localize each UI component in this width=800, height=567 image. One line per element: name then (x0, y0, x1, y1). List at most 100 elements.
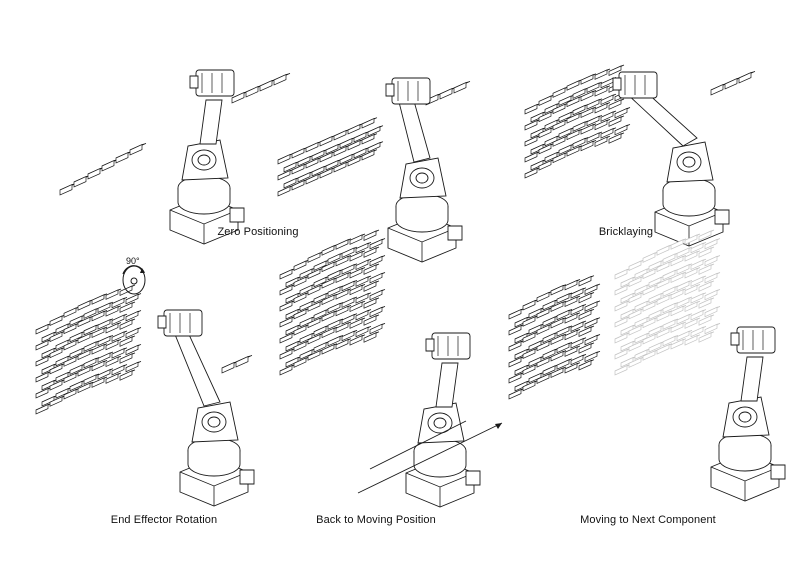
brick (308, 301, 323, 311)
brick (342, 280, 357, 290)
brick (36, 388, 51, 398)
brick (515, 381, 530, 391)
brick (525, 104, 540, 114)
brick (671, 339, 686, 349)
brick (126, 327, 141, 337)
brick (322, 327, 337, 337)
brick (328, 286, 343, 296)
caption-zero-positioning: Zero Positioning (217, 226, 299, 238)
brick (308, 268, 323, 278)
brick (120, 285, 135, 295)
brick (92, 310, 107, 320)
robot-arm (711, 327, 785, 501)
brick (657, 245, 672, 255)
brick (368, 142, 383, 152)
brick (595, 136, 610, 146)
brick (579, 293, 594, 303)
brick (557, 359, 572, 369)
brick (362, 134, 377, 144)
brick (671, 239, 686, 249)
brick-wall (525, 65, 630, 178)
brick (581, 140, 596, 150)
brick (306, 158, 321, 168)
brick (657, 294, 672, 304)
brick (685, 234, 700, 244)
brick (334, 162, 349, 172)
brick (328, 303, 343, 313)
brick (573, 138, 588, 148)
brick (699, 247, 714, 257)
brick (280, 349, 295, 359)
brick (557, 326, 572, 336)
brick (609, 133, 624, 143)
brick (342, 314, 357, 324)
brick (657, 327, 672, 337)
brick (587, 132, 602, 142)
brick (280, 317, 295, 327)
brick (112, 331, 127, 341)
brick (691, 310, 706, 320)
brick (571, 304, 586, 314)
brick (551, 334, 566, 344)
brick (677, 280, 692, 290)
brick (595, 69, 610, 79)
brick (705, 256, 720, 266)
brick (699, 298, 714, 308)
brick (699, 315, 714, 325)
robot-arm (406, 333, 480, 507)
brick (551, 285, 566, 295)
brick (364, 298, 379, 308)
brick (565, 329, 580, 339)
brick (120, 302, 135, 312)
brick (280, 269, 295, 279)
brick (677, 330, 692, 340)
panel-moving-next-drawing (505, 255, 785, 495)
brick (78, 300, 93, 310)
brick (356, 276, 371, 286)
robot-motor-box (771, 465, 785, 479)
brick (92, 360, 107, 370)
brick (70, 315, 85, 325)
brick (370, 272, 385, 282)
brick (274, 73, 290, 85)
brick (336, 239, 351, 249)
brick (370, 239, 385, 249)
brick (671, 289, 686, 299)
brick (70, 380, 85, 390)
brick (326, 160, 341, 170)
brick (677, 247, 692, 257)
brick (671, 305, 686, 315)
brick (78, 382, 93, 392)
brick (585, 335, 600, 345)
brick (699, 332, 714, 342)
brick (364, 281, 379, 291)
robot-gripper (731, 333, 739, 345)
brick (106, 306, 121, 316)
brick (334, 130, 349, 140)
brick (567, 96, 582, 106)
brick (537, 308, 552, 318)
panel-arm-reaching (270, 50, 520, 225)
brick (523, 381, 538, 391)
brick (551, 318, 566, 328)
rotation-indicator (123, 266, 145, 294)
brick (454, 81, 470, 93)
brick (50, 315, 65, 325)
brick (643, 285, 658, 295)
rotation-label: 90° (126, 256, 140, 266)
movement-lines (358, 421, 502, 493)
brick (557, 342, 572, 352)
robot-motor-box (448, 226, 462, 240)
brick (585, 318, 600, 328)
brick (36, 324, 51, 334)
brick (677, 314, 692, 324)
brick (64, 307, 79, 317)
brick (342, 297, 357, 307)
brick (320, 136, 335, 146)
brick (84, 325, 99, 335)
brick (559, 111, 574, 121)
brick (350, 318, 365, 328)
brick (292, 164, 307, 174)
brick (306, 174, 321, 184)
brick (364, 230, 379, 240)
